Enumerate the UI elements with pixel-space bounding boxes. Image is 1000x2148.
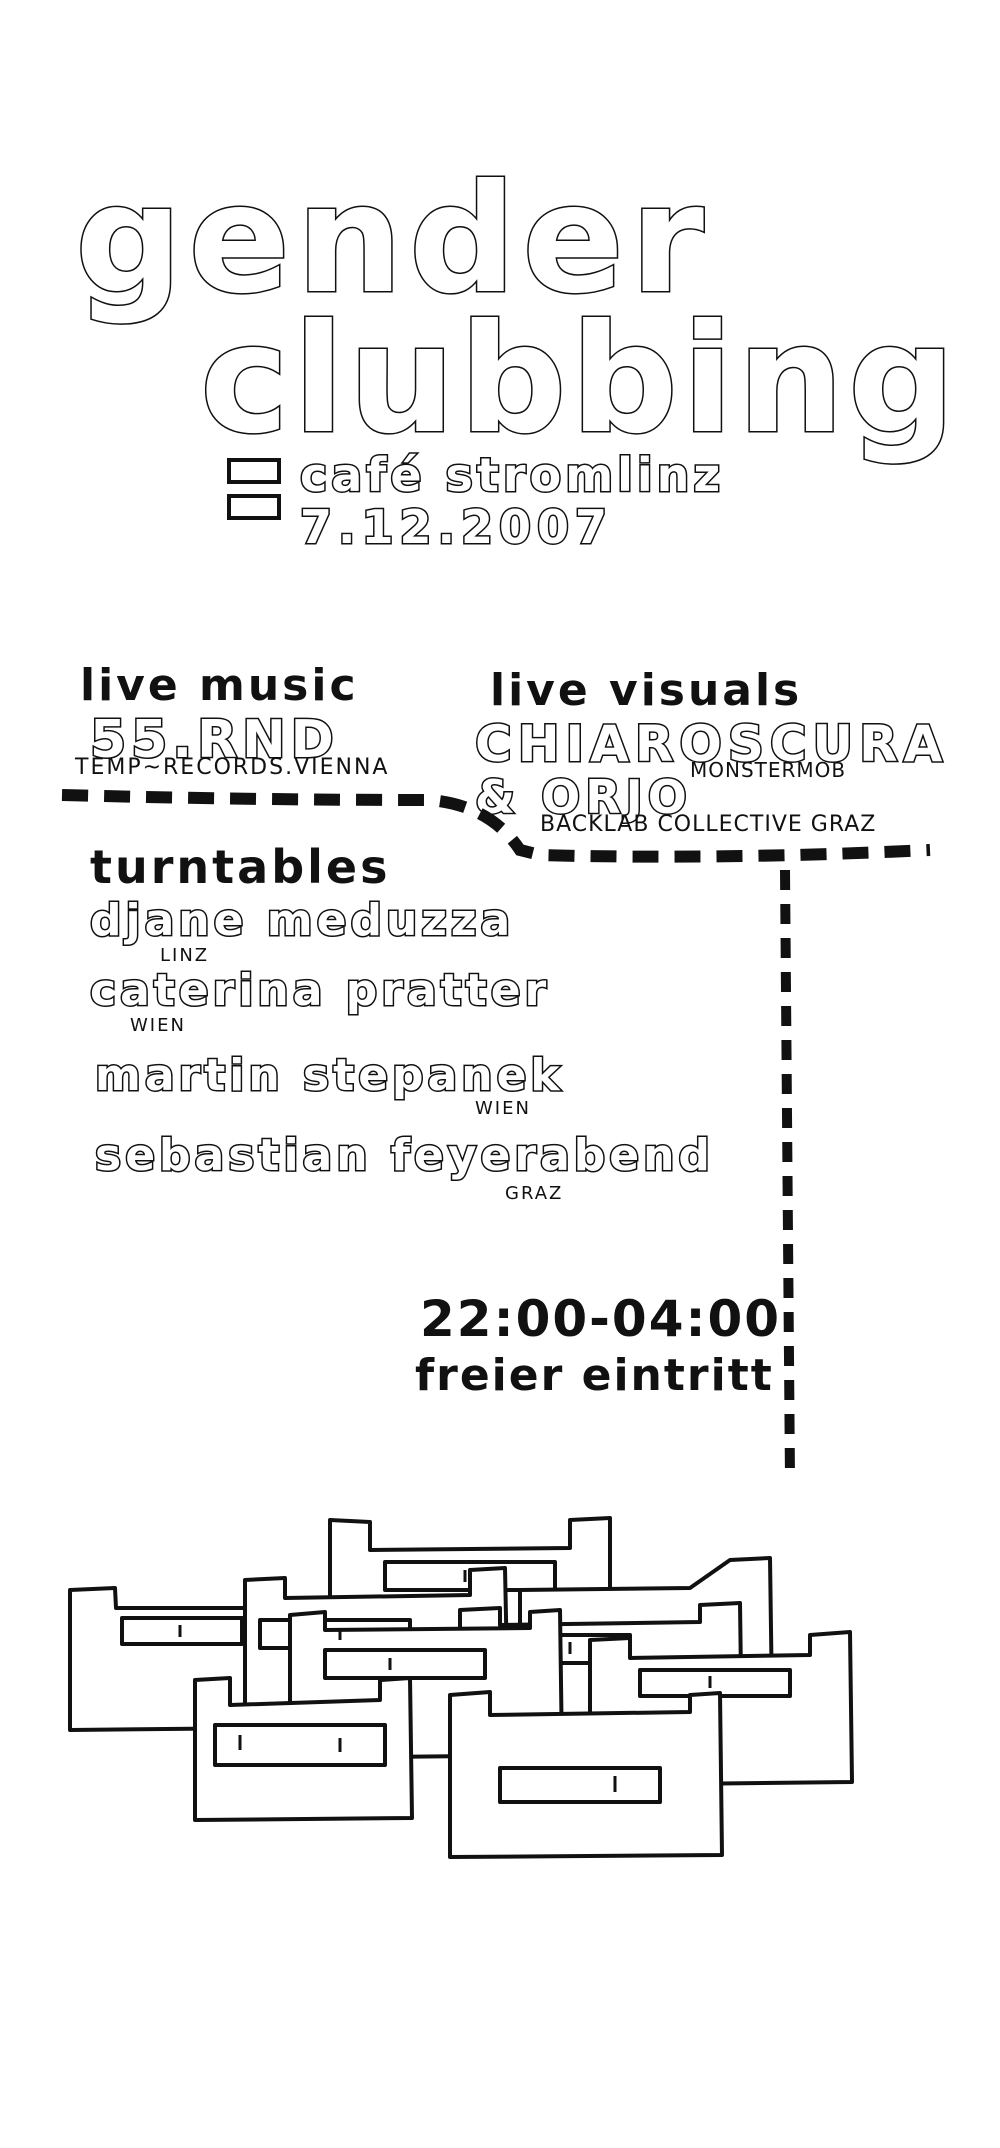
live-visuals-collective-1: MONSTERMOB (690, 758, 847, 782)
live-visuals-artist-1: CHIAROSCURA (473, 714, 949, 775)
buildings-drawing (68, 1516, 854, 1859)
venue-marker-icon (227, 458, 281, 520)
live-visuals-artist-2: & ORJO (474, 769, 692, 826)
poster-title-line-2: clubbing (198, 293, 960, 467)
event-date: 7.12.2007 (299, 499, 613, 556)
live-music-heading: live music (80, 660, 359, 711)
live-music-label: TEMP~RECORDS.VIENNA (75, 755, 390, 780)
event-time: 22:00-04:00 (420, 1290, 782, 1348)
dj-name: caterina pratter (88, 964, 551, 1018)
dj-city: GRAZ (505, 1183, 564, 1204)
live-visuals-collective-2: BACKLAB COLLECTIVE GRAZ (540, 812, 877, 837)
dj-name: martin stepanek (94, 1049, 564, 1103)
venue-name: café stromlinz (298, 447, 725, 504)
dj-name: djane meduzza (88, 894, 515, 948)
dj-name: sebastian feyerabend (94, 1129, 714, 1183)
dj-city: WIEN (475, 1098, 531, 1119)
entry-info: freier eintritt (415, 1350, 774, 1401)
poster-title-line-1: gender (74, 153, 710, 327)
live-visuals-heading: live visuals (490, 665, 803, 716)
dj-city: LINZ (160, 945, 210, 966)
live-music-artist: 55.RND (89, 709, 339, 772)
turntables-heading: turntables (90, 840, 391, 894)
dj-city: WIEN (130, 1015, 186, 1036)
